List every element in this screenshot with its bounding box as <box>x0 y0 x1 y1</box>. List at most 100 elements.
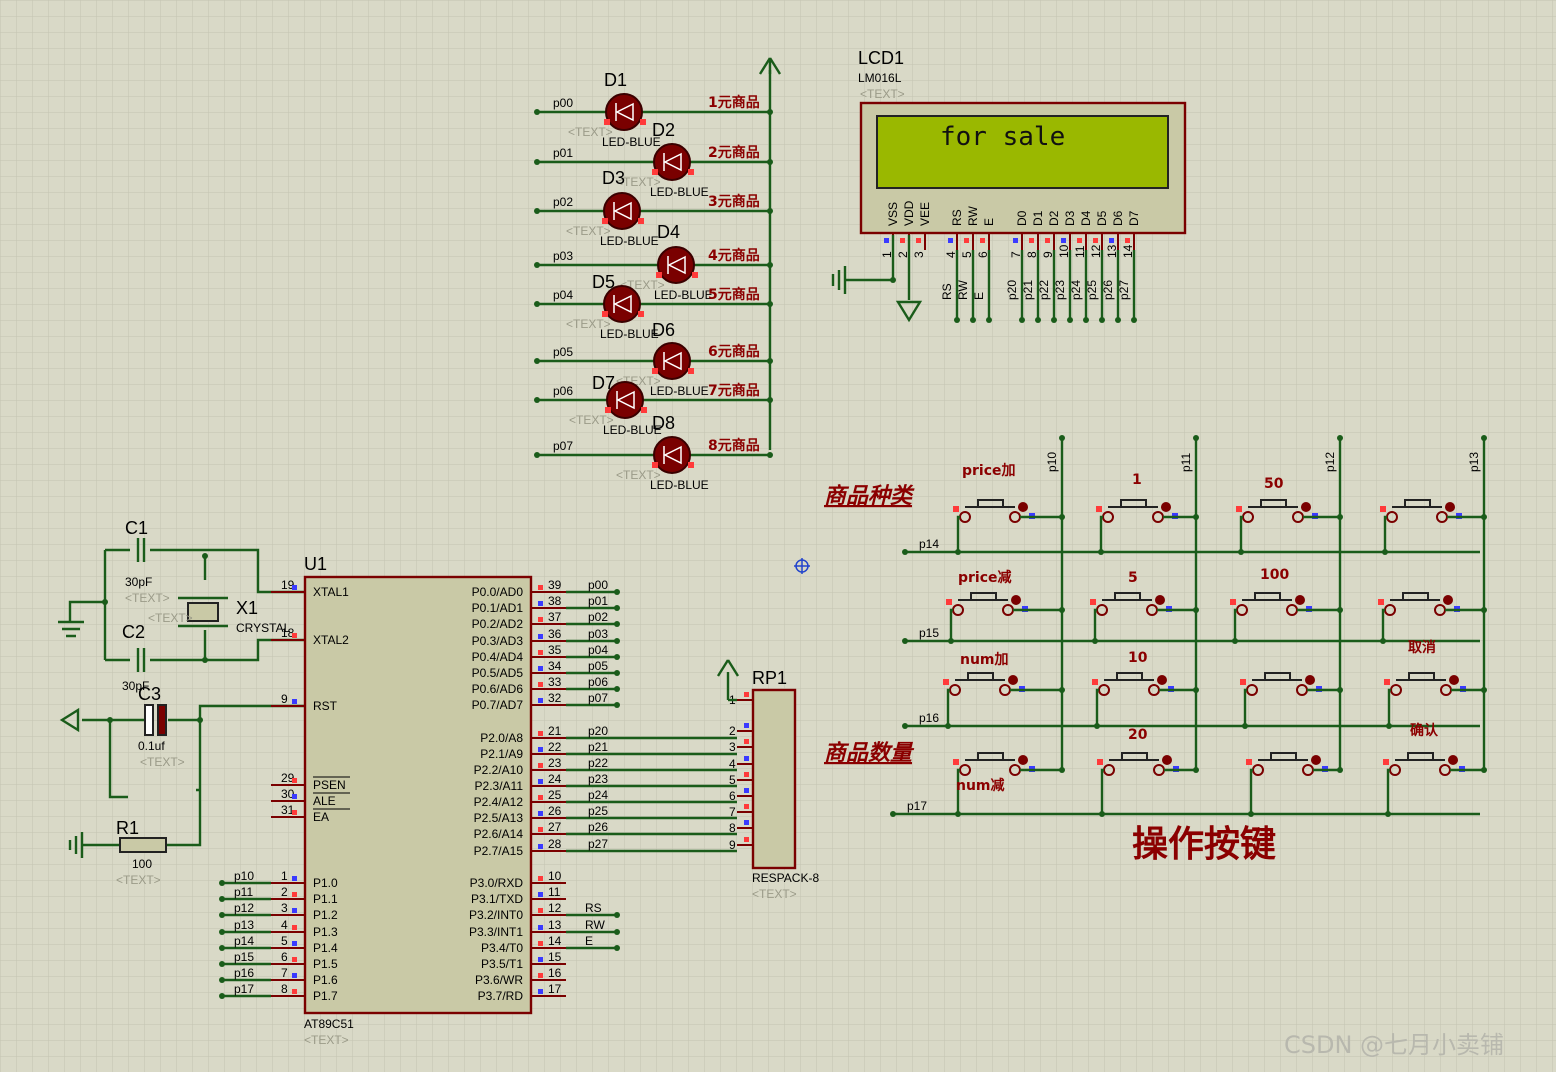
mcu-pin-num: 1 <box>281 869 288 883</box>
mcu-net-label: p03 <box>588 627 608 641</box>
led-model: LED-BLUE <box>650 478 709 492</box>
svg-text:<TEXT>: <TEXT> <box>140 755 185 769</box>
led-icon[interactable] <box>657 246 695 284</box>
led-net-label: p05 <box>553 345 573 359</box>
mcu-pin-name: P3.1/TXD <box>471 892 523 906</box>
keypad-button[interactable] <box>953 499 1065 555</box>
mcu-net-label: p15 <box>234 950 254 964</box>
mcu-pin-name: P0.0/AD0 <box>472 585 524 599</box>
lcd-net-label: p22 <box>1037 280 1051 300</box>
keypad-button[interactable] <box>1096 499 1199 555</box>
mcu-body <box>303 575 533 1015</box>
keypad-row-net: p16 <box>919 711 939 725</box>
keypad-button[interactable] <box>1097 752 1199 817</box>
mcu-pin-num: 2 <box>281 885 288 899</box>
junction <box>1115 317 1121 323</box>
c2-value: 30pF <box>122 679 149 693</box>
led-net-label: p07 <box>553 439 573 453</box>
lcd-pin-name: RW <box>966 206 980 226</box>
power-arrow-icon <box>758 57 782 75</box>
lcd-pin-name: VEE <box>918 202 932 226</box>
mcu-pin-num: 37 <box>548 610 562 624</box>
mcu-pin-name: P3.7/RD <box>478 989 524 1003</box>
led-goods-label: 2元商品 <box>708 144 760 161</box>
lcd-pin-name: VDD <box>902 200 916 226</box>
mcu-pin-num: 26 <box>548 804 562 818</box>
mcu-net-label: RS <box>585 901 602 915</box>
pin-marker <box>964 238 969 243</box>
led-model: LED-BLUE <box>654 288 713 302</box>
mcu-pin-name: P1.2 <box>313 908 338 922</box>
keypad-button[interactable] <box>1090 592 1199 644</box>
mcu-pin-name: P2.3/A11 <box>475 779 524 793</box>
keypad-col-net: p13 <box>1467 452 1481 472</box>
svg-text:<TEXT>: <TEXT> <box>304 1033 349 1047</box>
mcu-pin-num: 8 <box>281 982 288 996</box>
keypad-button[interactable] <box>946 592 1065 644</box>
junction <box>767 301 773 307</box>
mcu-pin-name: P1.6 <box>313 973 338 987</box>
junction <box>534 109 540 115</box>
keypad-button[interactable] <box>1230 592 1343 644</box>
led-ref: D1 <box>604 70 627 90</box>
led-icon[interactable] <box>653 342 691 380</box>
keypad-button[interactable] <box>1246 752 1343 817</box>
keypad-row-net: p15 <box>919 626 939 640</box>
pin-marker <box>1029 238 1034 243</box>
mcu-pin-num: 9 <box>281 692 288 706</box>
led-icon[interactable] <box>605 93 643 131</box>
keypad-key-label: 100 <box>1260 567 1289 583</box>
lcd-ref: LCD1 <box>858 48 904 68</box>
lcd-pin-name: D5 <box>1095 210 1109 226</box>
keypad-button[interactable] <box>943 672 1065 729</box>
keypad-button[interactable] <box>1240 672 1343 729</box>
lcd-pin-name: D7 <box>1127 210 1141 226</box>
lcd-pin-num: 12 <box>1089 244 1103 258</box>
mcu-pin-name: P1.1 <box>313 892 338 906</box>
pin-marker <box>980 238 985 243</box>
mcu-pin-name: P0.5/AD5 <box>472 666 524 680</box>
mcu-pin-num: 39 <box>548 578 562 592</box>
keypad-title: 操作按键 <box>1132 824 1276 865</box>
led-icon[interactable] <box>603 192 641 230</box>
lcd-pin-num: 5 <box>960 251 974 258</box>
lcd-text-tag: <TEXT> <box>860 87 905 101</box>
keypad-button[interactable] <box>1378 592 1487 644</box>
section-kind-label: 商品种类 <box>824 483 915 509</box>
lcd-pin-name: E <box>982 218 996 226</box>
led-net-label: p01 <box>553 146 573 160</box>
led-text-tag: <TEXT> <box>569 413 614 427</box>
mcu-pin-name: P3.4/T0 <box>481 941 523 955</box>
lcd-display-text: for sale <box>940 122 1065 152</box>
mcu-pin-name: P2.1/A9 <box>480 747 523 761</box>
mcu-pin-name: EA <box>313 810 329 824</box>
keypad-button[interactable] <box>1092 672 1199 729</box>
keypad-button[interactable] <box>953 752 1065 817</box>
mcu-net-label: p27 <box>588 837 608 851</box>
led-icon[interactable] <box>603 285 641 323</box>
svg-text:<TEXT>: <TEXT> <box>752 887 797 901</box>
led-icon[interactable] <box>606 381 644 419</box>
led-ref: D7 <box>592 373 615 393</box>
keypad-button[interactable] <box>1236 499 1343 555</box>
lcd-net-label: p25 <box>1085 280 1099 300</box>
keypad-button[interactable] <box>1383 752 1487 817</box>
keypad-button[interactable] <box>1380 499 1487 555</box>
keypad-col-net: p12 <box>1323 452 1337 472</box>
led-icon[interactable] <box>653 143 691 181</box>
led-ref: D8 <box>652 413 675 433</box>
mcu-net-label: p16 <box>234 966 254 980</box>
led-icon[interactable] <box>653 436 691 474</box>
keypad-button[interactable] <box>1384 672 1487 729</box>
mcu-pin-num: 27 <box>548 820 562 834</box>
lcd-pin-num: 7 <box>1009 251 1023 258</box>
keypad-key-label: 50 <box>1264 476 1284 492</box>
mcu-net-label: p10 <box>234 869 254 883</box>
lcd-component[interactable]: LCD1 LM016L <TEXT> for sale VSS1VDD2VEE3… <box>858 48 1187 323</box>
lcd-net-label: p24 <box>1069 280 1083 300</box>
mcu-pin-num: 13 <box>548 918 562 932</box>
